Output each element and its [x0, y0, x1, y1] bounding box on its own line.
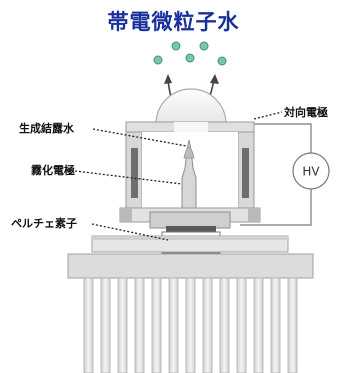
hv-circuit-wire — [240, 123, 312, 226]
label-counter-electrode: 対向電極 — [284, 106, 328, 119]
droplet — [185, 53, 195, 63]
leader-counter-electrode — [253, 111, 283, 120]
electrode-tip-water — [183, 146, 195, 159]
fin — [202, 277, 213, 373]
droplet — [153, 55, 163, 65]
droplet — [171, 41, 181, 51]
heat-sink-base — [67, 253, 314, 279]
hv-label: HV — [302, 165, 320, 179]
label-peltier-element: ペルチェ素子 — [11, 217, 77, 230]
fin — [168, 277, 179, 373]
right-wall-insulator — [242, 148, 249, 198]
fin — [134, 277, 145, 373]
hv-source-circle — [292, 152, 330, 190]
fin — [83, 277, 94, 373]
fin — [219, 277, 230, 373]
heat-sink-fins — [83, 277, 298, 373]
label-atomizing-electrode: 霧化電極 — [31, 164, 75, 177]
fin — [117, 277, 128, 373]
droplet — [199, 41, 209, 51]
fin — [236, 277, 247, 373]
label-generated-water: 生成結露水 — [19, 122, 74, 135]
top-plate-hole — [174, 122, 208, 132]
atomizing-electrode — [181, 139, 197, 217]
fin — [100, 277, 111, 373]
heat-spreader-plate — [91, 235, 289, 253]
leader-atomizing-electrode — [66, 169, 183, 185]
leader-peltier — [91, 223, 169, 241]
fin — [253, 277, 264, 373]
charged-water-droplets — [153, 41, 227, 66]
diagram-title: 帯電微粒子水 — [107, 10, 240, 34]
leader-lines — [66, 111, 283, 241]
fin — [287, 277, 298, 373]
left-wall-insulator — [131, 148, 138, 198]
arrow-head-left — [164, 74, 172, 84]
electrode-base — [119, 207, 261, 232]
dome — [155, 88, 227, 125]
arrow-head-right — [210, 74, 219, 84]
fin — [270, 277, 281, 373]
fin — [185, 277, 196, 373]
fin — [151, 277, 162, 373]
droplet — [217, 56, 227, 66]
